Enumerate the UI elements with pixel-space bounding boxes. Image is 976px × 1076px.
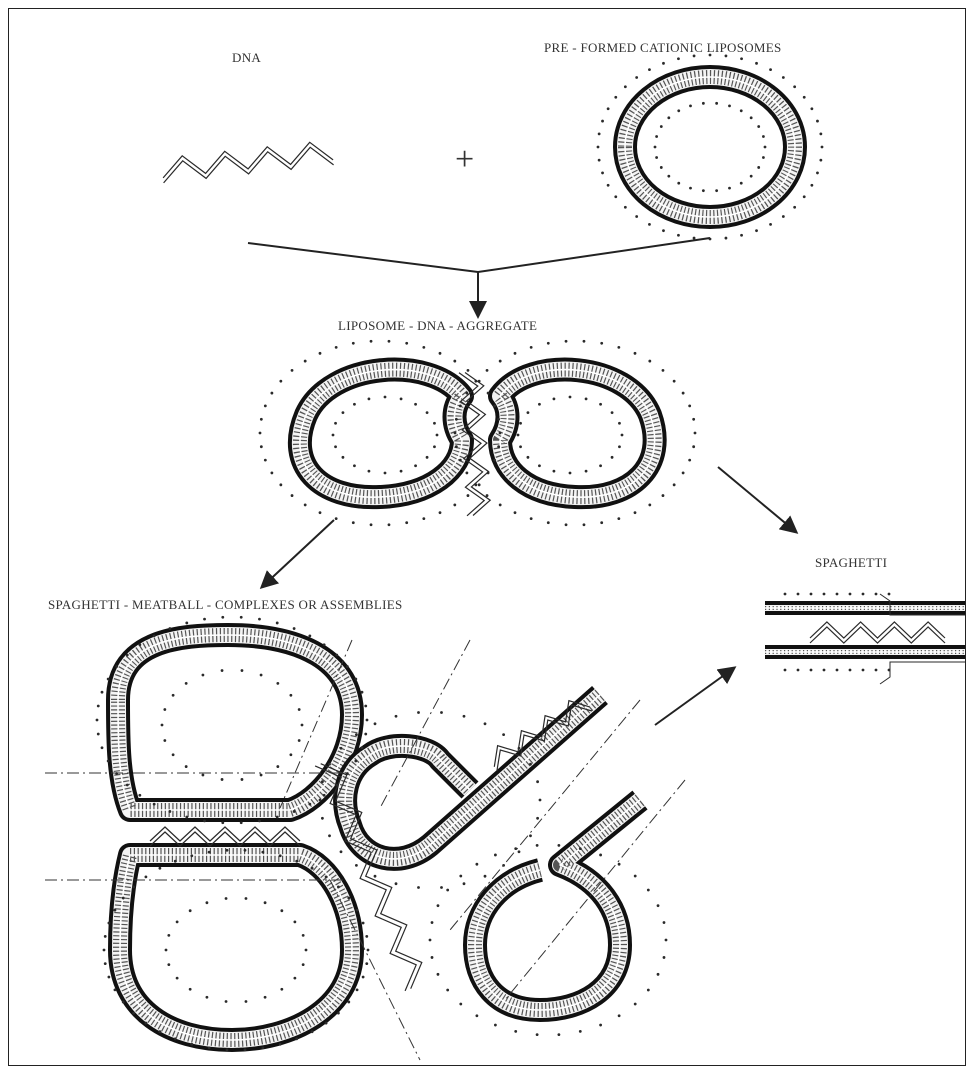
aggregate-liposome-left [300, 370, 462, 498]
aggregate-liposome-right [500, 370, 655, 498]
free-liposome-inner-charges [654, 102, 767, 192]
label-liposome-dna-aggregate: LIPOSOME - DNA - AGGREGATE [338, 318, 537, 333]
meatball-top-left-inner-charges [161, 669, 304, 781]
aggregate-right-inner-charges [517, 396, 624, 475]
arrow-to-spaghetti [718, 467, 796, 532]
dna-strand [163, 142, 334, 183]
arrow-complexes-to-spaghetti [655, 668, 734, 725]
label-spaghetti: SPAGHETTI [815, 555, 887, 570]
meatball-liposome-middle [345, 695, 600, 859]
spaghetti-dna-strand [810, 622, 945, 643]
meatball-liposome-right [475, 800, 640, 1010]
arrow-to-complexes [262, 520, 334, 587]
spaghetti-bottom-edge [880, 662, 965, 684]
plus-sign: + [455, 141, 474, 178]
label-dna: DNA [232, 50, 261, 65]
meatball-bottom-left-inner-charges [165, 897, 308, 1003]
label-spaghetti-meatball-complexes: SPAGHETTI - MEATBALL - COMPLEXES OR ASSE… [48, 597, 402, 612]
dash-line-diagonal-far-right [505, 780, 685, 1000]
meatball-liposome-bottom-left [120, 855, 352, 1040]
merge-lines [248, 238, 710, 316]
label-cationic-liposomes: PRE - FORMED CATIONIC LIPOSOMES [544, 40, 782, 55]
aggregate-left-inner-charges [332, 396, 439, 475]
free-liposome [625, 77, 795, 217]
